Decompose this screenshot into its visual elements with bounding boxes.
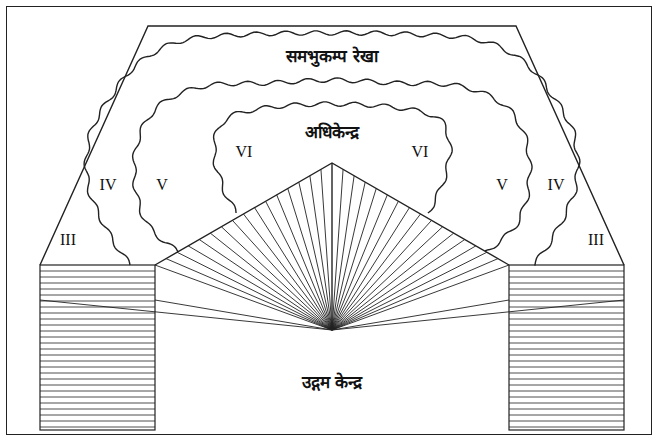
strata-line — [509, 331, 624, 332]
strata-line — [509, 391, 624, 392]
strata-line — [509, 427, 624, 428]
wave-ray — [332, 208, 409, 330]
strata-line — [40, 427, 155, 428]
strata-line — [40, 403, 155, 404]
strata-line — [509, 313, 624, 314]
wave-ray — [321, 169, 332, 330]
strata-line — [40, 319, 155, 320]
strata-line — [509, 349, 624, 350]
intensity-number: IV — [546, 175, 567, 194]
isoseismal-label: समभुकम्प रेखा — [284, 46, 380, 66]
wave-ray — [177, 252, 332, 330]
strata-line — [509, 343, 624, 344]
rock-block — [40, 265, 155, 430]
focus-label: उद्गम केन्द्र — [300, 372, 365, 392]
wave-ray — [266, 201, 332, 330]
strata-line — [509, 355, 624, 356]
strata-line — [40, 289, 155, 290]
wave-ray — [155, 265, 332, 330]
strata-line — [509, 385, 624, 386]
rock-block — [509, 265, 624, 430]
strata-line — [509, 325, 624, 326]
wave-ray — [332, 300, 624, 330]
wave-ray — [332, 163, 333, 330]
intensity-number: III — [586, 230, 606, 249]
strata-line — [40, 343, 155, 344]
strata-line — [40, 283, 155, 284]
strata-line — [40, 331, 155, 332]
surface-outline — [40, 26, 624, 265]
wave-ray — [310, 176, 332, 330]
intensity-number: V — [154, 175, 170, 194]
wave-ray — [332, 169, 343, 330]
intensity-number: VI — [410, 142, 431, 161]
strata-line — [40, 409, 155, 410]
intensity-number: VI — [234, 142, 255, 161]
strata-line — [509, 415, 624, 416]
strata-line — [40, 349, 155, 350]
wave-ray — [155, 300, 332, 330]
outer-frame — [6, 6, 652, 435]
isoseismal-line — [213, 102, 452, 213]
strata-line — [509, 307, 624, 308]
wave-ray — [332, 201, 398, 330]
strata-line — [40, 313, 155, 314]
strata-line — [40, 367, 155, 368]
strata-line — [40, 325, 155, 326]
strata-line — [509, 271, 624, 272]
strata-line — [509, 283, 624, 284]
epicentre-label: अधिकेन्द्र — [303, 122, 361, 142]
strata-line — [40, 415, 155, 416]
strata-line — [509, 289, 624, 290]
wave-ray — [40, 300, 332, 330]
strata-line — [509, 361, 624, 362]
isoseismal-line — [133, 78, 532, 252]
strata-line — [40, 391, 155, 392]
strata-line — [40, 373, 155, 374]
wave-ray — [332, 176, 354, 330]
wave-ray — [255, 208, 332, 330]
strata-line — [40, 421, 155, 422]
strata-line — [509, 409, 624, 410]
strata-line — [509, 367, 624, 368]
strata-line — [40, 295, 155, 296]
wedge-edge — [155, 163, 509, 265]
strata-line — [509, 421, 624, 422]
strata-line — [509, 295, 624, 296]
intensity-number: V — [494, 175, 510, 194]
wave-ray — [332, 163, 333, 330]
wave-ray — [332, 300, 509, 330]
intensity-number: IV — [98, 175, 119, 194]
intensity-number: III — [58, 230, 78, 249]
strata-line — [509, 403, 624, 404]
wave-ray — [332, 240, 465, 331]
strata-line — [40, 361, 155, 362]
strata-line — [40, 277, 155, 278]
strata-line — [509, 337, 624, 338]
strata-line — [509, 379, 624, 380]
strata-line — [40, 355, 155, 356]
wave-ray — [332, 189, 376, 331]
wave-ray — [332, 265, 509, 330]
strata-line — [509, 397, 624, 398]
strata-line — [40, 271, 155, 272]
wave-ray — [332, 252, 487, 330]
strata-line — [509, 373, 624, 374]
wave-ray — [232, 220, 332, 330]
strata-line — [40, 307, 155, 308]
strata-line — [509, 277, 624, 278]
wave-ray — [288, 189, 332, 331]
strata-line — [509, 319, 624, 320]
isoseismal-line — [84, 31, 580, 266]
wave-ray — [332, 220, 432, 330]
strata-line — [40, 397, 155, 398]
wave-ray — [199, 240, 332, 331]
strata-line — [40, 337, 155, 338]
strata-line — [40, 385, 155, 386]
strata-line — [40, 379, 155, 380]
